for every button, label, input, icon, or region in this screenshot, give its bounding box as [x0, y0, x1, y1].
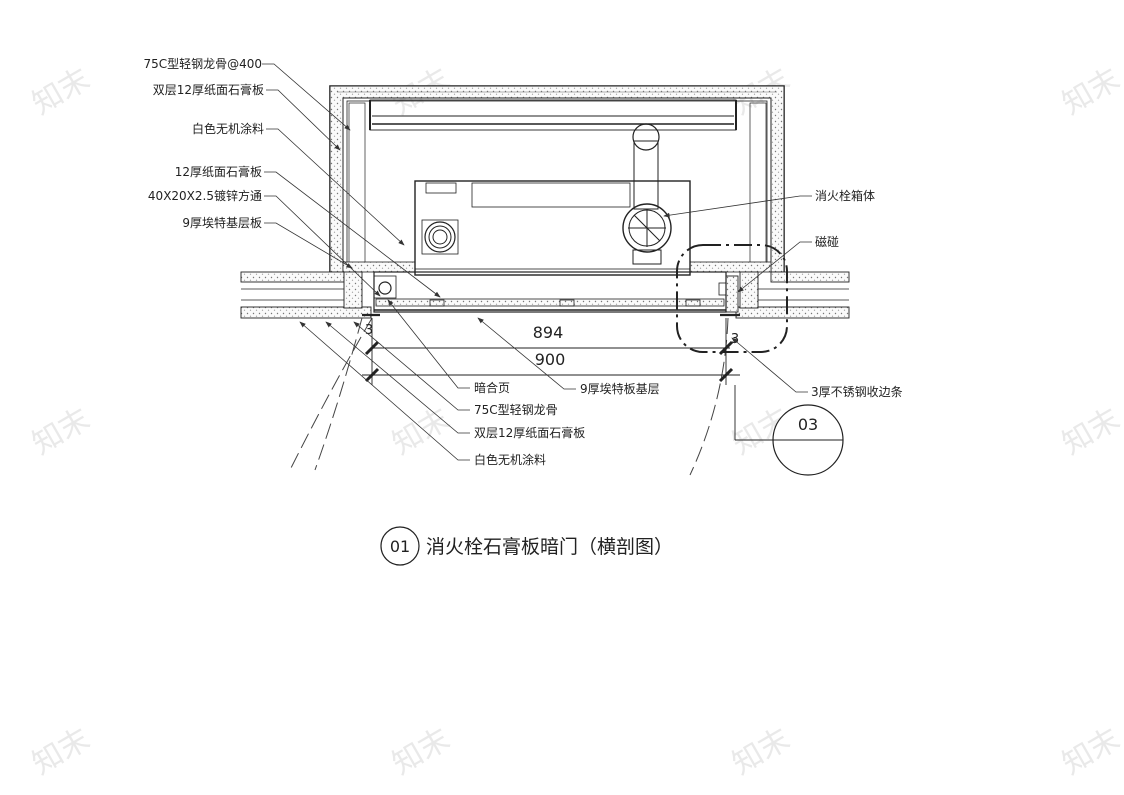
label-9mm-board-base: 9厚埃特板基层: [580, 381, 660, 396]
label-12mm-gypsum: 12厚纸面石膏板: [175, 164, 262, 179]
watermark: 知末: [1057, 722, 1124, 782]
label-white-coating: 白色无机涂料: [192, 121, 264, 136]
label-double-gypsum-bottom: 双层12厚纸面石膏板: [474, 425, 585, 440]
dimension-lines: [362, 318, 776, 441]
watermark: 知末: [727, 722, 796, 782]
label-white-coating-bottom: 白色无机涂料: [474, 452, 546, 467]
watermark: 知末: [27, 722, 96, 782]
leaders-left: [262, 63, 441, 298]
watermark: 知末: [387, 402, 456, 462]
watermark: 知末: [27, 62, 96, 122]
label-9mm-base-board: 9厚埃特基层板: [182, 215, 262, 230]
label-hydrant-box: 消火栓箱体: [815, 188, 875, 203]
leaders-bottom: [299, 299, 576, 461]
dimension-900: 900: [535, 350, 566, 369]
watermark: 知末: [1057, 402, 1124, 462]
label-concealed-hinge: 暗合页: [474, 380, 510, 395]
watermark: 知末: [1057, 62, 1124, 122]
leaders-right: [663, 195, 812, 393]
watermark: 知末: [27, 402, 96, 462]
detail-callout-box: [676, 244, 788, 353]
label-double-gypsum: 双层12厚纸面石膏板: [153, 82, 264, 97]
drawing-title: 01 消火栓石膏板暗门（横剖图）: [380, 526, 673, 566]
label-steel-tube: 40X20X2.5镀锌方通: [148, 188, 262, 203]
hinge-icon: [378, 281, 392, 295]
wall-right: [725, 271, 850, 319]
label-75c-stud-bottom: 75C型轻钢龙骨: [474, 403, 558, 417]
labels-bottom: 暗合页 75C型轻钢龙骨 双层12厚纸面石膏板 白色无机涂料 9厚埃特板基层: [474, 380, 660, 467]
wall-left: [240, 271, 372, 319]
dimension-gap-right: 3: [731, 332, 739, 347]
title-number: 01: [390, 537, 410, 556]
hose-reel-icon: [622, 123, 672, 265]
door-panel: [362, 271, 740, 317]
detail-reference-marker: 03: [772, 404, 844, 476]
label-magnetic-catch: 磁碰: [815, 234, 839, 249]
dimension-894: 894: [533, 323, 564, 342]
watermark: 知末: [387, 722, 456, 782]
door-swing-arcs: [289, 317, 729, 476]
label-75c-stud: 75C型轻钢龙骨@400: [143, 57, 262, 71]
detail-reference-number: 03: [798, 415, 818, 434]
labels-left: 75C型轻钢龙骨@400 双层12厚纸面石膏板 白色无机涂料 12厚纸面石膏板 …: [143, 57, 264, 230]
hydrant-box: [414, 123, 691, 276]
label-steel-trim: 3厚不锈钢收边条: [811, 385, 903, 399]
valve-icon: [421, 219, 459, 255]
dimension-gap-left: 3: [365, 323, 373, 338]
title-text: 消火栓石膏板暗门（横剖图）: [426, 535, 673, 558]
